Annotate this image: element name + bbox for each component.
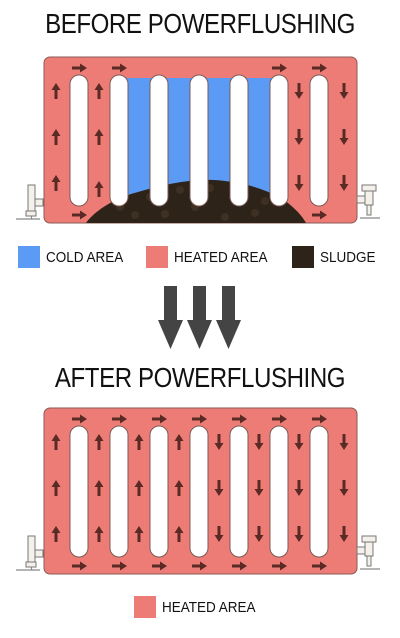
- flow-arrow-icon: [112, 63, 127, 73]
- radiator-valve-icon: [16, 535, 44, 571]
- legend-item-heated-area: HEATED AREA: [134, 596, 266, 618]
- cold-area-swatch: [18, 246, 41, 268]
- flow-arrow-icon: [72, 210, 87, 220]
- flow-arrow-icon: [339, 129, 349, 145]
- down-arrow-icon: [216, 286, 241, 349]
- legend-before: COLD AREA HEATED AREA SLUDGE: [0, 245, 400, 269]
- flow-arrow-icon: [232, 414, 247, 424]
- legend-label: COLD AREA: [46, 248, 124, 266]
- flow-arrow-icon: [294, 83, 304, 99]
- flow-arrow-icon: [94, 526, 104, 542]
- flow-arrow-icon: [72, 561, 87, 571]
- radiator-slot: [149, 425, 169, 558]
- flow-arrow-icon: [312, 63, 327, 73]
- radiator-slot: [229, 425, 249, 558]
- flow-arrow-icon: [339, 480, 349, 496]
- radiator-slot: [69, 74, 89, 207]
- flow-arrow-icon: [94, 434, 104, 450]
- flow-arrow-icon: [134, 480, 144, 496]
- flow-arrow-icon: [51, 526, 61, 542]
- down-arrow-icon: [158, 286, 183, 349]
- flow-arrow-icon: [94, 181, 104, 197]
- flow-arrow-icon: [294, 480, 304, 496]
- flow-arrow-icon: [152, 561, 167, 571]
- radiator-slot: [149, 74, 169, 207]
- radiator-valve-icon: [16, 184, 44, 220]
- flow-arrow-icon: [214, 434, 224, 450]
- after-title: AFTER POWERFLUSHING: [54, 362, 346, 393]
- flow-arrow-icon: [214, 526, 224, 542]
- flow-arrow-icon: [51, 175, 61, 191]
- radiator-slot: [309, 74, 329, 207]
- flow-arrow-icon: [174, 480, 184, 496]
- radiator-before: [16, 56, 380, 224]
- flow-arrow-icon: [272, 63, 287, 73]
- legend-label: SLUDGE: [320, 248, 376, 266]
- flow-arrow-icon: [94, 129, 104, 145]
- legend-item-sludge: SLUDGE: [292, 246, 382, 268]
- flow-arrow-icon: [214, 480, 224, 496]
- flow-arrow-icon: [339, 83, 349, 99]
- flow-arrow-icon: [254, 526, 264, 542]
- flow-arrow-icon: [134, 526, 144, 542]
- sludge-swatch: [292, 246, 315, 268]
- flow-arrow-icon: [272, 561, 287, 571]
- heated-area-swatch: [146, 246, 169, 268]
- flow-arrow-icon: [51, 83, 61, 99]
- flow-arrow-icon: [51, 480, 61, 496]
- flow-arrow-icon: [51, 129, 61, 145]
- flow-arrow-icon: [232, 561, 247, 571]
- flow-arrow-icon: [174, 434, 184, 450]
- radiator-slot: [269, 425, 289, 558]
- radiator-slot: [69, 425, 89, 558]
- flow-arrow-icon: [192, 561, 207, 571]
- heated-area-swatch: [134, 596, 157, 618]
- down-arrow-icon: [187, 286, 212, 349]
- flow-arrow-icon: [94, 83, 104, 99]
- flow-arrow-icon: [112, 414, 127, 424]
- flow-arrow-icon: [254, 480, 264, 496]
- flow-arrow-icon: [339, 526, 349, 542]
- radiator-valve-icon: [356, 535, 380, 570]
- legend-item-heated-area: HEATED AREA: [146, 246, 278, 268]
- flow-arrow-icon: [72, 414, 87, 424]
- radiator-slot: [229, 74, 249, 207]
- flow-arrow-icon: [294, 434, 304, 450]
- flow-arrow-icon: [312, 414, 327, 424]
- before-title: BEFORE POWERFLUSHING: [45, 8, 355, 39]
- legend-label: HEATED AREA: [162, 598, 256, 616]
- flow-arrow-icon: [94, 480, 104, 496]
- flow-arrow-icon: [134, 434, 144, 450]
- flow-arrow-icon: [152, 414, 167, 424]
- transition-arrows: [158, 286, 241, 349]
- flow-arrow-icon: [312, 561, 327, 571]
- flow-arrow-icon: [72, 63, 87, 73]
- flow-arrow-icon: [339, 434, 349, 450]
- flow-arrow-icon: [294, 175, 304, 191]
- legend-item-cold-area: COLD AREA: [18, 246, 132, 268]
- flow-arrow-icon: [312, 210, 327, 220]
- radiator-slot: [189, 74, 209, 207]
- flow-arrow-icon: [254, 434, 264, 450]
- radiator-slot: [189, 425, 209, 558]
- radiator-valve-icon: [356, 184, 380, 219]
- flow-arrow-icon: [294, 129, 304, 145]
- flow-arrow-icon: [294, 526, 304, 542]
- radiator-slot: [109, 74, 129, 207]
- flow-arrow-icon: [174, 526, 184, 542]
- legend-after: HEATED AREA: [0, 595, 400, 619]
- flow-arrow-icon: [51, 434, 61, 450]
- radiator-slot: [309, 425, 329, 558]
- flow-arrow-icon: [272, 414, 287, 424]
- legend-label: HEATED AREA: [174, 248, 268, 266]
- radiator-after: [16, 407, 380, 575]
- flow-arrow-icon: [192, 414, 207, 424]
- radiator-slot: [109, 425, 129, 558]
- flow-arrow-icon: [339, 175, 349, 191]
- radiator-slot: [269, 74, 289, 207]
- flow-arrow-icon: [112, 561, 127, 571]
